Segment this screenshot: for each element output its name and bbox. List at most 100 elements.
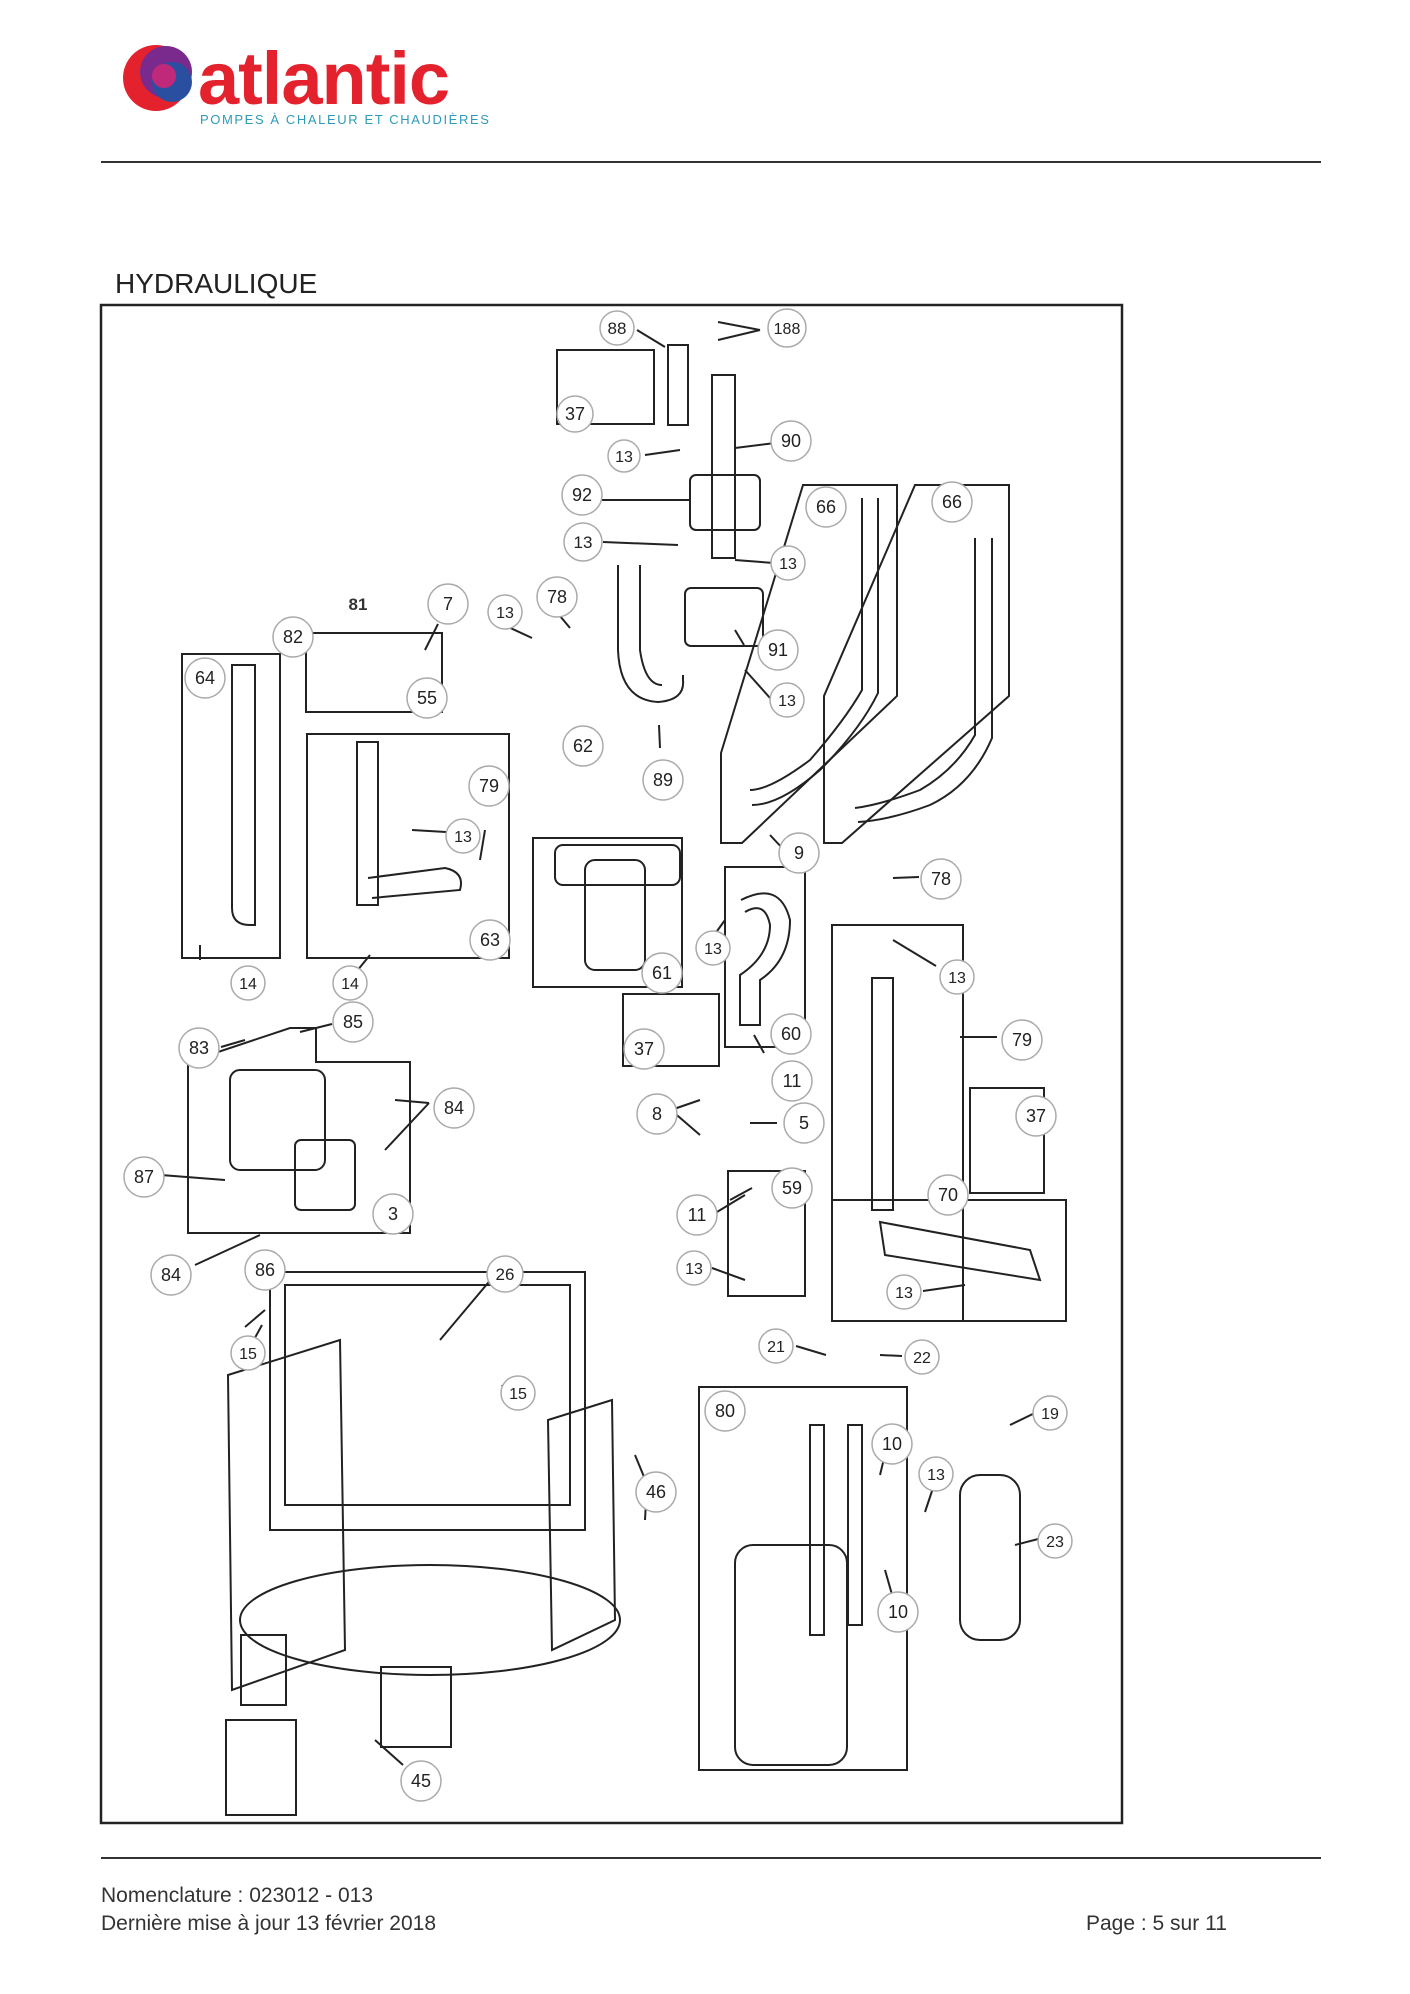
svg-text:37: 37 xyxy=(634,1039,654,1059)
callout-66-a: 66 xyxy=(805,486,847,528)
callout-9: 9 xyxy=(778,832,820,874)
svg-text:13: 13 xyxy=(778,693,796,710)
callout-13-i: 13 xyxy=(676,1250,712,1286)
section-title: HYDRAULIQUE xyxy=(115,268,318,299)
callout-62: 62 xyxy=(562,725,604,767)
callout-13-b: 13 xyxy=(563,522,603,562)
callout-13-h: 13 xyxy=(939,959,975,995)
svg-text:89: 89 xyxy=(653,770,673,790)
svg-text:3: 3 xyxy=(388,1204,398,1224)
svg-text:21: 21 xyxy=(767,1339,785,1356)
svg-text:78: 78 xyxy=(547,587,567,607)
pipe-63 xyxy=(356,741,379,906)
pipe-66a xyxy=(749,498,863,791)
svg-text:10: 10 xyxy=(888,1602,908,1622)
pipe-89 xyxy=(617,565,685,704)
svg-text:14: 14 xyxy=(341,976,359,993)
box-64 xyxy=(181,653,281,959)
callout-188: 188 xyxy=(767,308,807,348)
box-37-right xyxy=(969,1087,1045,1194)
svg-text:79: 79 xyxy=(479,776,499,796)
footer-rule xyxy=(101,1857,1321,1859)
pipe-60 xyxy=(739,892,792,1026)
callout-63: 63 xyxy=(469,919,511,961)
box-82 xyxy=(305,632,443,713)
svg-text:19: 19 xyxy=(1041,1406,1059,1423)
callout-37-right: 37 xyxy=(1015,1095,1057,1137)
callout-78-b: 78 xyxy=(920,858,962,900)
box-80 xyxy=(698,1386,908,1771)
callout-13-j: 13 xyxy=(886,1274,922,1310)
svg-text:61: 61 xyxy=(652,963,672,983)
pump-3 xyxy=(294,1139,356,1211)
svg-text:13: 13 xyxy=(615,449,633,466)
pump-91 xyxy=(684,587,764,647)
pipe-66b xyxy=(854,538,976,809)
callout-89: 89 xyxy=(642,759,684,801)
box-59 xyxy=(727,1170,806,1297)
callout-59: 59 xyxy=(771,1167,813,1209)
svg-text:11: 11 xyxy=(688,1205,707,1225)
svg-text:13: 13 xyxy=(948,970,966,987)
svg-text:46: 46 xyxy=(646,1482,666,1502)
svg-text:45: 45 xyxy=(411,1771,431,1791)
svg-text:14: 14 xyxy=(239,976,257,993)
callout-85: 85 xyxy=(332,1001,374,1043)
box-61 xyxy=(532,837,683,988)
svg-text:13: 13 xyxy=(685,1261,703,1278)
callout-10-b: 10 xyxy=(877,1591,919,1633)
callout-23: 23 xyxy=(1037,1523,1073,1559)
svg-text:85: 85 xyxy=(343,1012,363,1032)
svg-text:23: 23 xyxy=(1046,1534,1064,1551)
svg-text:83: 83 xyxy=(189,1038,209,1058)
svg-text:13: 13 xyxy=(454,829,472,846)
callout-13-c: 13 xyxy=(770,545,806,581)
svg-text:11: 11 xyxy=(783,1071,802,1091)
callout-87: 87 xyxy=(123,1156,165,1198)
brand-wordmark: atlantic xyxy=(198,37,450,120)
logo-mark-icon xyxy=(123,45,192,111)
svg-text:80: 80 xyxy=(715,1401,735,1421)
svg-text:70: 70 xyxy=(938,1185,958,1205)
pipe-64 xyxy=(231,664,256,926)
svg-text:188: 188 xyxy=(774,321,801,338)
svg-text:13: 13 xyxy=(574,533,593,552)
callout-13-f: 13 xyxy=(445,818,481,854)
callout-10-a: 10 xyxy=(871,1423,913,1465)
box-63 xyxy=(306,733,510,959)
callout-7: 7 xyxy=(427,583,469,625)
pipe-70 xyxy=(871,977,894,1211)
callout-61: 61 xyxy=(641,952,683,994)
callout-79-a: 79 xyxy=(468,765,510,807)
svg-text:26: 26 xyxy=(496,1265,515,1284)
svg-text:84: 84 xyxy=(161,1265,181,1285)
svg-text:13: 13 xyxy=(704,941,722,958)
callout-60: 60 xyxy=(770,1013,812,1055)
pipe-90 xyxy=(711,374,736,559)
exchanger-80 xyxy=(734,1544,848,1766)
callout-13-k: 13 xyxy=(918,1456,954,1492)
valve-83 xyxy=(229,1069,326,1171)
callout-26: 26 xyxy=(486,1255,524,1293)
svg-text:15: 15 xyxy=(509,1386,527,1403)
box-66a xyxy=(720,484,898,844)
terminal-strip xyxy=(240,1634,287,1706)
callout-13-a: 13 xyxy=(607,439,641,473)
callout-55: 55 xyxy=(406,677,448,719)
callout-66-b: 66 xyxy=(931,481,973,523)
svg-text:10: 10 xyxy=(882,1434,902,1454)
callout-79-b: 79 xyxy=(1001,1019,1043,1061)
callout-11-b: 11 xyxy=(676,1194,718,1236)
footer-nomenclature: Nomenclature : 023012 - 013 xyxy=(101,1884,374,1907)
callout-22: 22 xyxy=(904,1339,940,1375)
svg-text:63: 63 xyxy=(480,930,500,950)
callout-14-a: 14 xyxy=(230,965,266,1001)
callout-92: 92 xyxy=(561,474,603,516)
svg-text:86: 86 xyxy=(255,1260,275,1280)
callout-13-e: 13 xyxy=(769,682,805,718)
box-37-top xyxy=(556,349,655,425)
svg-text:8: 8 xyxy=(652,1104,662,1124)
svg-text:9: 9 xyxy=(794,843,804,863)
svg-text:55: 55 xyxy=(417,688,437,708)
svg-text:59: 59 xyxy=(782,1178,802,1198)
